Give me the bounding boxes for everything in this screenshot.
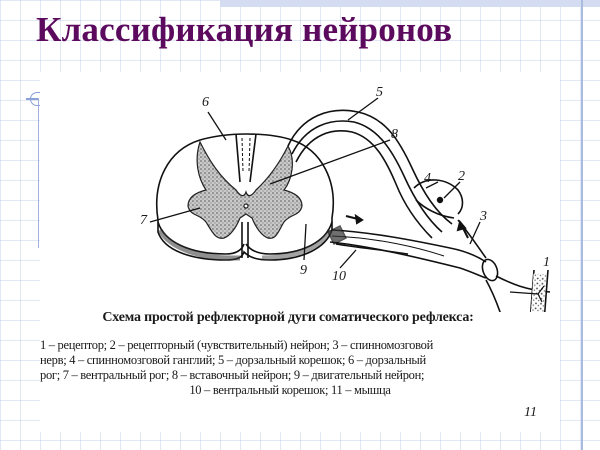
top-decorative-band xyxy=(220,0,600,7)
label-6: 6 xyxy=(202,95,209,110)
caption-legend: 1 – рецептор; 2 – рецепторный (чувствите… xyxy=(40,338,500,398)
ventral-root xyxy=(327,225,409,255)
caption-line: 10 – вентральный корешок; 11 – мышца xyxy=(189,383,391,397)
figure-caption: Схема простой рефлекторной дуги соматиче… xyxy=(40,310,500,398)
label-7: 7 xyxy=(140,213,147,228)
label-8: 8 xyxy=(391,127,398,142)
left-vertical-rule xyxy=(38,98,39,248)
spinal-nerve xyxy=(329,219,551,312)
right-vertical-rule xyxy=(581,0,583,450)
label-5: 5 xyxy=(376,85,383,100)
receptor xyxy=(509,269,549,312)
direction-arrows xyxy=(345,213,469,239)
left-rule-hook-icon xyxy=(30,92,41,106)
label-11: 11 xyxy=(524,405,537,420)
label-3: 3 xyxy=(480,209,487,224)
slide-title: Классификация нейронов xyxy=(36,10,453,49)
label-4: 4 xyxy=(424,171,431,186)
dorsal-root xyxy=(287,109,464,239)
label-leader-lines xyxy=(149,97,481,269)
grey-matter xyxy=(187,140,303,239)
reflex-arc-figure: 6 5 8 7 9 10 4 2 3 1 11 Схема простой ре… xyxy=(40,72,560,432)
label-1: 1 xyxy=(543,255,550,270)
reflex-arc-diagram xyxy=(149,97,551,312)
label-2: 2 xyxy=(458,169,465,184)
caption-line: 1 – рецептор; 2 – рецепторный (чувствите… xyxy=(40,338,433,352)
label-10: 10 xyxy=(332,269,346,284)
caption-line: нерв; 4 – спинномозговой ганглий; 5 – до… xyxy=(40,353,426,367)
caption-title: Схема простой рефлекторной дуги соматиче… xyxy=(102,310,474,325)
caption-line: рог; 7 – вентральный рог; 8 – вставочный… xyxy=(40,368,425,382)
label-9: 9 xyxy=(300,263,307,278)
